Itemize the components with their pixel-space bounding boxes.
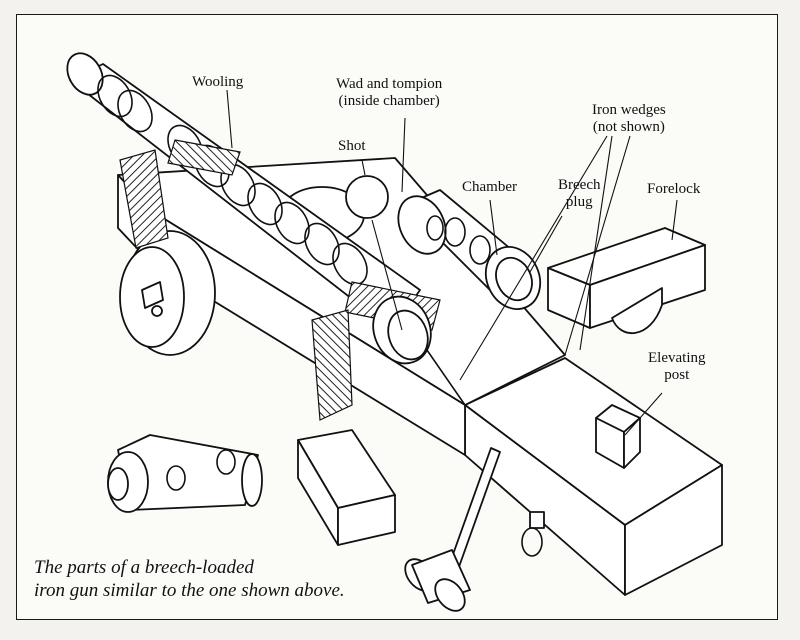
label-elevating-post: Elevating post: [648, 350, 706, 383]
figure-caption: The parts of a breech-loaded iron gun si…: [34, 556, 345, 602]
label-wooling: Wooling: [192, 74, 244, 90]
elevating-post: [595, 404, 641, 469]
wheel-front: [119, 230, 216, 356]
label-forelock: Forelock: [647, 181, 701, 197]
label-chamber: Chamber: [462, 179, 517, 195]
forelock-wedge: [547, 227, 706, 334]
carriage-rear-block: [464, 357, 723, 596]
rear-handle-ring: [521, 511, 545, 557]
label-wad-and-tompion: Wad and tompion (inside chamber): [336, 76, 443, 109]
label-iron-wedges: Iron wedges (not shown): [592, 102, 666, 135]
caption-line-1: The parts of a breech-loaded: [34, 557, 254, 578]
gun-barrel: [66, 52, 421, 331]
leader-lines: [226, 89, 678, 436]
chamber-spare: [107, 434, 263, 513]
label-shot: Shot: [338, 138, 366, 154]
shot-ball: [345, 175, 389, 219]
label-breech-plug: Breech plug: [558, 177, 601, 210]
mallet: [404, 447, 501, 612]
loose-block: [297, 429, 396, 546]
chamber-upper: [397, 189, 542, 310]
caption-line-2: iron gun similar to the one shown above.: [34, 580, 345, 601]
